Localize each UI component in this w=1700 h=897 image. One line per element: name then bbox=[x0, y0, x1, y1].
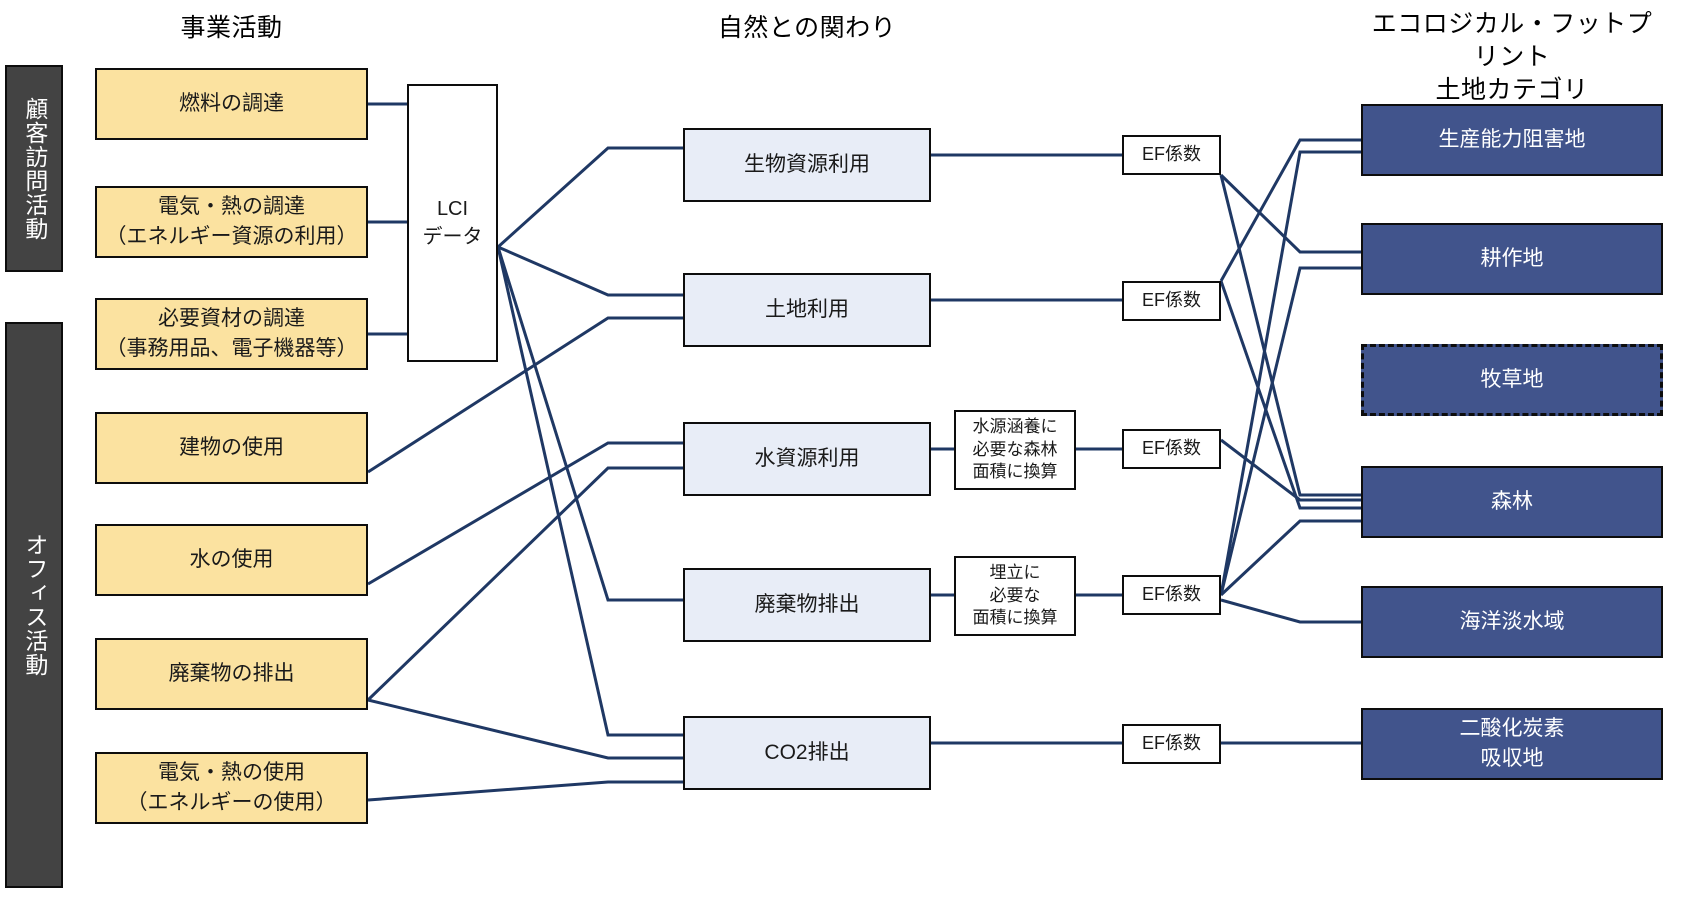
sidebar-group-office: オフィス活動 bbox=[5, 322, 63, 888]
nature-box-waste-emission[interactable]: 廃棄物排出 bbox=[683, 568, 931, 642]
ef-coefficient-box-1[interactable]: EF係数 bbox=[1122, 135, 1221, 175]
nature-box-co2-emission[interactable]: CO2排出 bbox=[683, 716, 931, 790]
connector-a7-to-n5 bbox=[367, 780, 683, 802]
activity-box-water-use[interactable]: 水の使用 bbox=[95, 524, 368, 596]
connector-a5-to-n3 bbox=[367, 441, 683, 586]
land-category-box-carbon-uptake[interactable]: 二酸化炭素 吸収地 bbox=[1361, 708, 1663, 780]
column-title-business: 事業活動 bbox=[180, 14, 283, 42]
land-category-box-cropland[interactable]: 耕作地 bbox=[1361, 223, 1663, 295]
converter-box-landfill-area[interactable]: 埋立に 必要な 面積に換算 bbox=[954, 556, 1076, 636]
connector-lci-to-n4 bbox=[496, 246, 683, 602]
activity-box-building-use[interactable]: 建物の使用 bbox=[95, 412, 368, 484]
connector-a6-to-n3 bbox=[366, 466, 683, 702]
connector-lci-to-n1 bbox=[496, 146, 683, 249]
column-title-footprint: エコロジカル・フットプリント 土地カテゴリ bbox=[1371, 10, 1653, 104]
nature-box-water-resource-use[interactable]: 水資源利用 bbox=[683, 422, 931, 496]
connector-e4-to-l4 bbox=[1219, 519, 1361, 597]
connector-e4-to-l2 bbox=[1219, 266, 1361, 596]
activity-box-electricity-heat-procurement[interactable]: 電気・熱の調達 （エネルギー資源の利用） bbox=[95, 186, 368, 258]
connector-e1-to-l2 bbox=[1219, 173, 1361, 254]
land-category-box-forest[interactable]: 森林 bbox=[1361, 466, 1663, 538]
nature-box-bioresource-use[interactable]: 生物資源利用 bbox=[683, 128, 931, 202]
land-category-box-marine-freshwater[interactable]: 海洋淡水域 bbox=[1361, 586, 1663, 658]
connector-e1-to-l4 bbox=[1219, 174, 1361, 497]
activity-box-materials-procurement[interactable]: 必要資材の調達 （事務用品、電子機器等） bbox=[95, 298, 368, 370]
activity-box-fuel-procurement[interactable]: 燃料の調達 bbox=[95, 68, 368, 140]
ef-coefficient-box-3[interactable]: EF係数 bbox=[1122, 429, 1221, 469]
converter-box-water-source-forest-area[interactable]: 水源涵養に 必要な森林 面積に換算 bbox=[954, 410, 1076, 490]
connector-lci-to-n5 bbox=[496, 246, 683, 737]
connector-e2-to-l1 bbox=[1219, 138, 1361, 282]
ef-coefficient-box-4[interactable]: EF係数 bbox=[1122, 575, 1221, 615]
sidebar-group-customer-visit: 顧客訪問活動 bbox=[5, 65, 63, 272]
activity-box-waste-discharge[interactable]: 廃棄物の排出 bbox=[95, 638, 368, 710]
land-category-box-degraded-land[interactable]: 生産能力阻害地 bbox=[1361, 104, 1663, 176]
connector-e4-to-l1 bbox=[1219, 150, 1361, 596]
connector-e3-to-l4 bbox=[1220, 438, 1361, 502]
land-category-box-grazing-land[interactable]: 牧草地 bbox=[1361, 344, 1663, 416]
ef-coefficient-box-2[interactable]: EF係数 bbox=[1122, 281, 1221, 321]
connector-a6-to-n5 bbox=[367, 698, 683, 760]
ef-coefficient-box-5[interactable]: EF係数 bbox=[1122, 724, 1221, 764]
column-title-nature: 自然との関わり bbox=[717, 14, 897, 42]
lci-data-box[interactable]: LCI データ bbox=[407, 84, 498, 362]
activity-box-electricity-heat-use[interactable]: 電気・熱の使用 （エネルギーの使用） bbox=[95, 752, 368, 824]
connector-lci-to-n2 bbox=[497, 245, 683, 297]
nature-box-land-use[interactable]: 土地利用 bbox=[683, 273, 931, 347]
connector-e2-to-l4 bbox=[1219, 280, 1361, 510]
connector-e4-to-l5 bbox=[1220, 598, 1361, 624]
